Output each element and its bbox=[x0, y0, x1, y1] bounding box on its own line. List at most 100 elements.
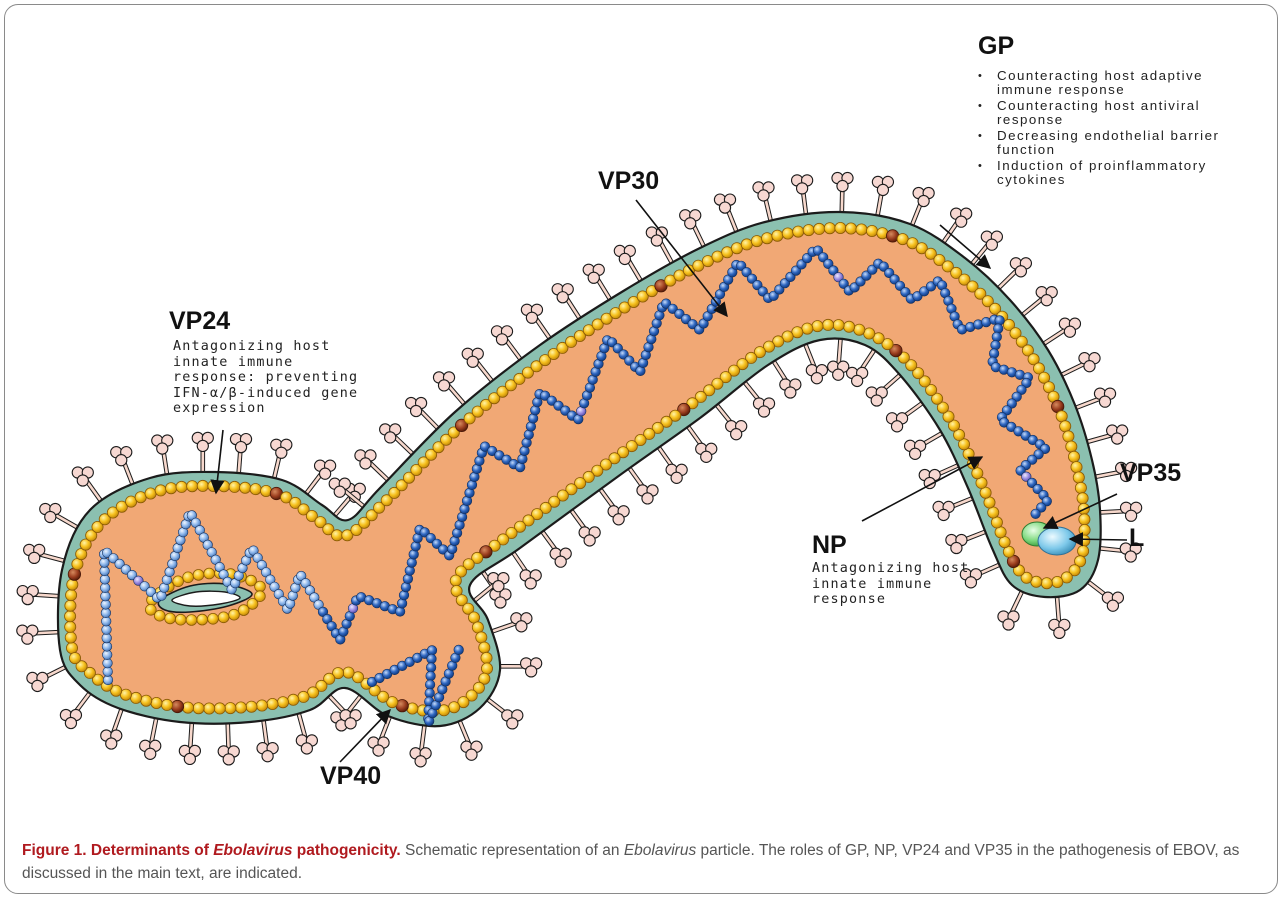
vp40-bead bbox=[240, 482, 251, 493]
gp-spike bbox=[179, 723, 200, 765]
gp-spike bbox=[972, 231, 1002, 264]
gp-spike bbox=[552, 284, 579, 319]
vp40-bead bbox=[65, 632, 76, 643]
l-label: L bbox=[1129, 526, 1144, 551]
vp40-bead bbox=[155, 485, 166, 496]
vp40-bead bbox=[449, 702, 460, 713]
gp-spike bbox=[60, 693, 89, 728]
vp40-bead bbox=[823, 319, 834, 330]
gp-spike bbox=[521, 304, 549, 338]
l-arrow bbox=[1070, 539, 1127, 540]
np-bead bbox=[454, 645, 464, 655]
vp40-bead bbox=[472, 622, 483, 633]
vp40-bead bbox=[218, 481, 229, 492]
gp-spike bbox=[1088, 582, 1123, 611]
np-bead bbox=[427, 646, 437, 656]
vp40-bead bbox=[225, 703, 236, 714]
gp-spike bbox=[140, 718, 161, 759]
vp40-bead bbox=[69, 653, 80, 664]
vp40-bead bbox=[824, 223, 835, 234]
vp40-bead bbox=[130, 692, 141, 703]
np-bead bbox=[991, 340, 1001, 350]
gp-spike bbox=[1044, 318, 1081, 344]
vp40-bead bbox=[267, 698, 278, 709]
vp40-bead bbox=[235, 702, 246, 713]
vp40-bead bbox=[145, 604, 156, 615]
vp40-bead bbox=[204, 703, 215, 714]
vp40-bead bbox=[66, 590, 77, 601]
gp-spike bbox=[946, 532, 985, 554]
vp40-bead bbox=[479, 642, 490, 653]
vp40-bead bbox=[1068, 451, 1079, 462]
vp40-bead bbox=[812, 321, 823, 332]
caption-title: Figure 1. Determinants of Ebolavirus pat… bbox=[22, 842, 401, 859]
gp-spike bbox=[380, 424, 413, 454]
gp-spike bbox=[152, 435, 173, 474]
gp-spike bbox=[27, 667, 65, 691]
vp40-bead bbox=[331, 530, 342, 541]
gp-function-list: Counteracting host adaptiveimmune respon… bbox=[978, 69, 1219, 189]
figure-caption: Figure 1. Determinants of Ebolavirus pat… bbox=[22, 839, 1262, 885]
gp-spike bbox=[753, 182, 774, 221]
vp35-label: VP35 bbox=[1120, 461, 1181, 486]
gp-spike bbox=[1049, 597, 1070, 639]
gp-spike bbox=[944, 208, 972, 242]
vp40-bead bbox=[866, 225, 877, 236]
vp40-bead bbox=[343, 667, 354, 678]
gp-spike bbox=[1076, 388, 1116, 408]
np-bead bbox=[425, 680, 435, 690]
gp-spike bbox=[571, 510, 600, 546]
gp-spike bbox=[600, 489, 629, 525]
gp-spike bbox=[488, 699, 523, 729]
vp40-bead bbox=[1041, 578, 1052, 589]
gp-spike bbox=[460, 721, 482, 760]
gp-bullet: Induction of proinflammatorycytokines bbox=[978, 159, 1219, 187]
vp40-label: VP40 bbox=[320, 764, 381, 789]
vp40-bead bbox=[229, 481, 240, 492]
vp40-bead bbox=[803, 225, 814, 236]
vp40-bead bbox=[854, 324, 865, 335]
gp-spike bbox=[717, 405, 747, 440]
vp40-bead bbox=[845, 223, 856, 234]
vp40-bead bbox=[1077, 493, 1088, 504]
vp40-bead bbox=[450, 575, 461, 586]
vp40-bead bbox=[151, 697, 162, 708]
vp40-bead bbox=[65, 621, 76, 632]
vp40-bead bbox=[66, 642, 77, 653]
vp40-bead bbox=[176, 481, 187, 492]
gp-spike bbox=[646, 227, 672, 263]
vp40-bead bbox=[238, 605, 249, 616]
gp-spike bbox=[805, 344, 827, 383]
gp-spike bbox=[905, 433, 942, 459]
gp-spike bbox=[1087, 425, 1127, 444]
vp30-label: VP30 bbox=[598, 169, 659, 194]
vp40-bead bbox=[1079, 524, 1090, 535]
vp40-bead bbox=[1071, 462, 1082, 473]
vp40-bead bbox=[204, 568, 215, 579]
vp40-bead bbox=[175, 614, 186, 625]
vp40-bead bbox=[183, 572, 194, 583]
vp40-bead bbox=[741, 239, 752, 250]
vp40-bead bbox=[218, 612, 229, 623]
gp-spike bbox=[271, 439, 292, 478]
vp40-bead bbox=[255, 581, 266, 592]
np-arrow bbox=[862, 457, 982, 521]
vp40-bead bbox=[844, 321, 855, 332]
gp-spike bbox=[296, 714, 317, 755]
vp40-bead bbox=[72, 559, 83, 570]
np-bead bbox=[427, 654, 437, 664]
gp-spike bbox=[24, 544, 65, 563]
gp-spike bbox=[919, 465, 958, 488]
vp40-bead bbox=[835, 222, 846, 233]
vp40-bead bbox=[1079, 535, 1090, 546]
vp40-bead bbox=[193, 703, 204, 714]
vp40-bead bbox=[186, 615, 197, 626]
vp40-bead bbox=[145, 488, 156, 499]
gp-spike bbox=[72, 467, 101, 501]
vp40-bead bbox=[256, 700, 267, 711]
gp-spike bbox=[513, 553, 541, 589]
gp-spike bbox=[933, 498, 972, 520]
vp40-bead bbox=[988, 507, 999, 518]
gp-spike bbox=[1062, 353, 1100, 375]
